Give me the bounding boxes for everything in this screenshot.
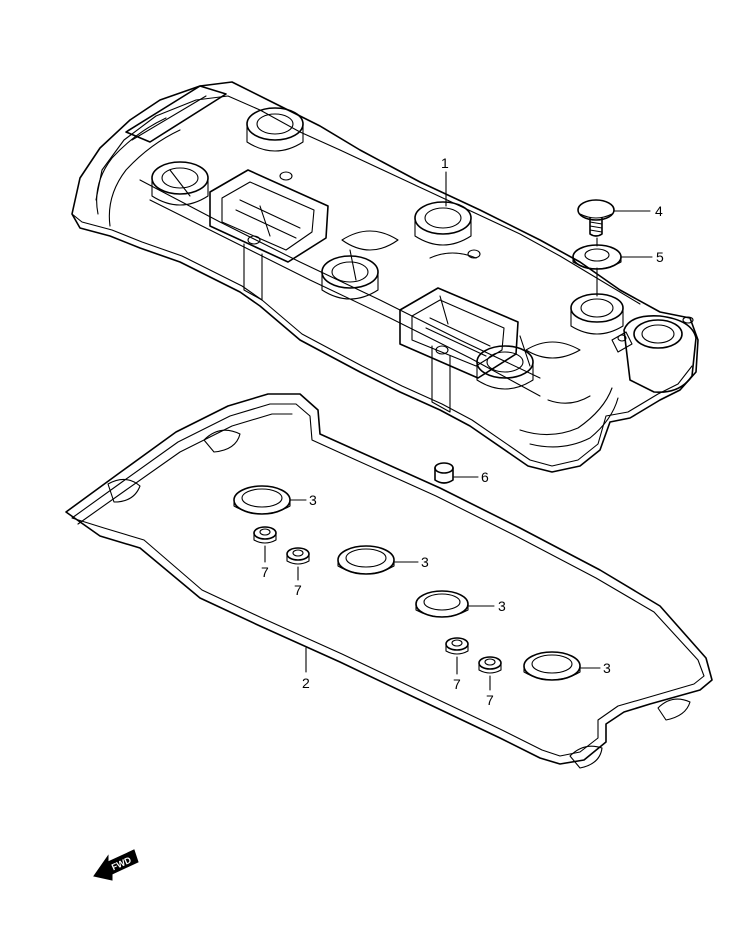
seal-ring-b — [286, 547, 310, 565]
leader-lines — [264, 171, 653, 691]
plug-hole-gasket-d — [523, 651, 581, 681]
forward-arrow-icon: FWD — [93, 849, 139, 881]
plug-hole-gasket-a — [233, 485, 291, 515]
plug-hole-gasket-c — [415, 590, 469, 618]
label-part-3c: 3 — [498, 598, 506, 614]
label-part-3b: 3 — [421, 554, 429, 570]
plug-well-5 — [570, 293, 624, 335]
label-part-4: 4 — [655, 203, 663, 219]
label-part-6: 6 — [481, 469, 489, 485]
bolt — [577, 199, 615, 237]
plug-well-2 — [151, 161, 209, 206]
label-part-2: 2 — [302, 675, 310, 691]
cylinder-head-cover — [71, 81, 699, 473]
seal-ring-d — [478, 656, 502, 674]
plug-well-3 — [414, 201, 472, 246]
seal-ring-a — [253, 526, 277, 544]
plug-hole-gasket-b — [337, 545, 395, 575]
label-part-1: 1 — [441, 155, 449, 171]
label-part-7b: 7 — [294, 582, 302, 598]
breather-box-2 — [399, 249, 519, 413]
washer — [572, 244, 622, 270]
cover-gasket — [65, 393, 713, 769]
cam-end-boss — [611, 314, 697, 393]
label-part-7d: 7 — [486, 692, 494, 708]
label-part-7a: 7 — [261, 564, 269, 580]
label-part-3d: 3 — [603, 660, 611, 676]
label-part-7c: 7 — [453, 676, 461, 692]
plug-well-6 — [476, 345, 534, 390]
seal-ring-c — [445, 637, 469, 655]
breather-box-1 — [209, 169, 329, 301]
plug-well-1 — [246, 107, 304, 152]
label-part-5: 5 — [656, 249, 664, 265]
plug-well-4 — [321, 255, 379, 300]
dowel-pin — [434, 462, 454, 484]
label-part-3a: 3 — [309, 492, 317, 508]
